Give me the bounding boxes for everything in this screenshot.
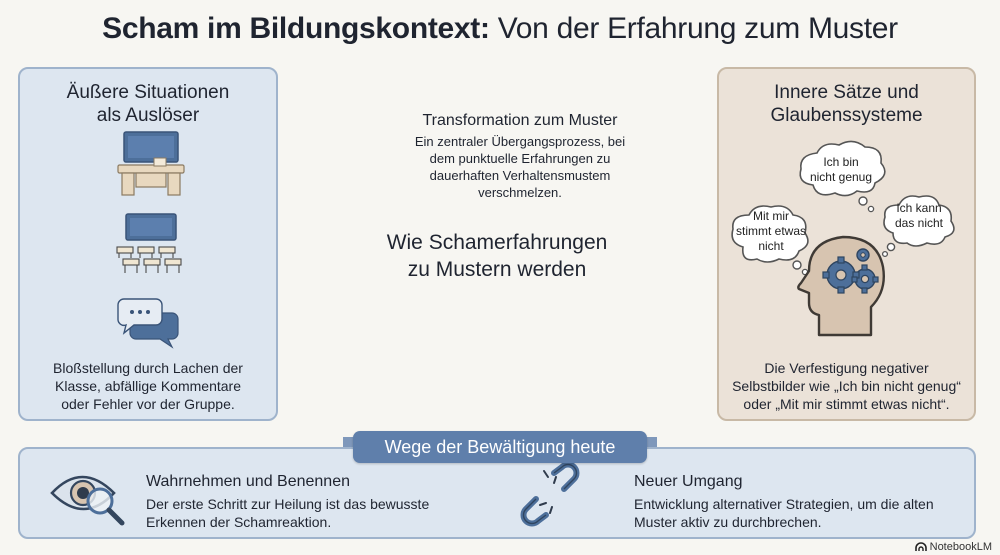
thought-cloud-top-icon	[799, 140, 886, 213]
item-new-way-text: Entwicklung alternativer Strategien, um …	[634, 495, 934, 531]
broken-chain-icon	[520, 461, 580, 527]
teacher-desk-icon	[117, 131, 185, 196]
left-panel-title: Äußere Situationen als Auslöser	[20, 81, 276, 127]
thought2-line1: Mit mir	[753, 209, 789, 223]
right-caption-line2: Selbstbilder wie „Ich bin nicht genug“	[732, 378, 961, 394]
transform-line1: Ein zentraler Übergangsprozess, bei	[414, 134, 626, 149]
center-main-title: Wie Schamerfahrungen zu Mustern werden	[352, 229, 642, 283]
left-caption-line3: oder Fehler vor der Gruppe.	[61, 396, 235, 412]
left-caption-line1: Bloßstellung durch Lachen der	[53, 360, 243, 376]
item2-line1: Entwicklung alternativer Strategien, um …	[634, 496, 934, 512]
speech-bubbles-icon	[117, 298, 179, 349]
transform-text: Ein zentraler Übergangsprozess, bei dem …	[398, 133, 642, 201]
item-perceive-title: Wahrnehmen und Benennen	[146, 473, 350, 490]
coping-banner: Wege der Bewältigung heute	[343, 431, 657, 463]
left-title-line1: Äußere Situationen	[66, 82, 230, 103]
thought1-line1: Ich bin	[823, 155, 859, 169]
item-perceive-text: Der erste Schritt zur Heilung ist das be…	[146, 495, 429, 531]
eye-magnifier-icon	[50, 475, 125, 526]
item1-line2: Erkennen der Schamreaktion.	[146, 514, 332, 530]
brand-footer: NotebookLM	[914, 541, 992, 553]
classroom-icon	[116, 213, 182, 273]
thought1-line2: nicht genug	[809, 170, 873, 184]
thought-cloud-right-icon	[881, 195, 955, 258]
transform-line3: dauerhaften Verhaltensmustem	[429, 168, 611, 183]
right-panel-caption: Die Verfestigung negativer Selbstbilder …	[719, 359, 974, 413]
thought-text-top: Ich bin nicht genug	[799, 155, 883, 185]
brand-name: NotebookLM	[929, 541, 992, 553]
thought-text-right: Ich kann das nicht	[883, 201, 955, 231]
external-situations-panel: Äußere Situationen als Auslöser	[18, 67, 278, 421]
thought2-line3: nicht	[758, 239, 784, 253]
left-panel-caption: Bloßstellung durch Lachen der Klasse, ab…	[20, 359, 276, 413]
transform-title: Transformation zum Muster	[422, 112, 618, 129]
left-caption-line2: Klasse, abfällige Kommentare	[55, 378, 241, 394]
transform-line4: verschmelzen.	[478, 185, 562, 200]
right-title-line2: Glaubenssysteme	[770, 105, 923, 126]
right-title-line1: Innere Sätze und	[774, 82, 919, 103]
thought2-line2: stimmt etwas	[735, 224, 806, 238]
transform-line2: dem punktuelle Erfahrungen zu	[429, 151, 611, 166]
title-rest: Von der Erfahrung zum Muster	[489, 12, 898, 45]
notebooklm-logo-icon	[914, 542, 927, 551]
thought3-line1: Ich kann	[896, 201, 942, 215]
right-caption-line1: Die Verfestigung negativer	[764, 360, 929, 376]
thought-text-left: Mit mir stimmt etwas nicht	[731, 209, 811, 254]
item-new-way-title: Neuer Umgang	[634, 473, 743, 490]
item2-line2: Muster aktiv zu durchbrechen.	[634, 514, 822, 530]
center-main-line1: Wie Schamerfahrungen	[386, 231, 608, 254]
item1-line1: Der erste Schritt zur Heilung ist das be…	[146, 496, 430, 512]
right-panel-title: Innere Sätze und Glaubenssysteme	[719, 81, 974, 127]
page-title: Scham im Bildungskontext: Von der Erfahr…	[0, 12, 1000, 46]
right-caption-line3: oder „Mit mir stimmt etwas nicht“.	[743, 396, 950, 412]
head-gears-icon	[797, 235, 885, 337]
center-main-line2: zu Mustern werden	[407, 258, 587, 281]
thought-cloud-left-icon	[731, 205, 809, 276]
title-bold: Scham im Bildungskontext:	[102, 12, 490, 45]
inner-beliefs-panel: Innere Sätze und Glaubenssysteme Ich bin…	[717, 67, 976, 421]
thought3-line2: das nicht	[894, 216, 944, 230]
left-title-line2: als Auslöser	[96, 105, 200, 126]
